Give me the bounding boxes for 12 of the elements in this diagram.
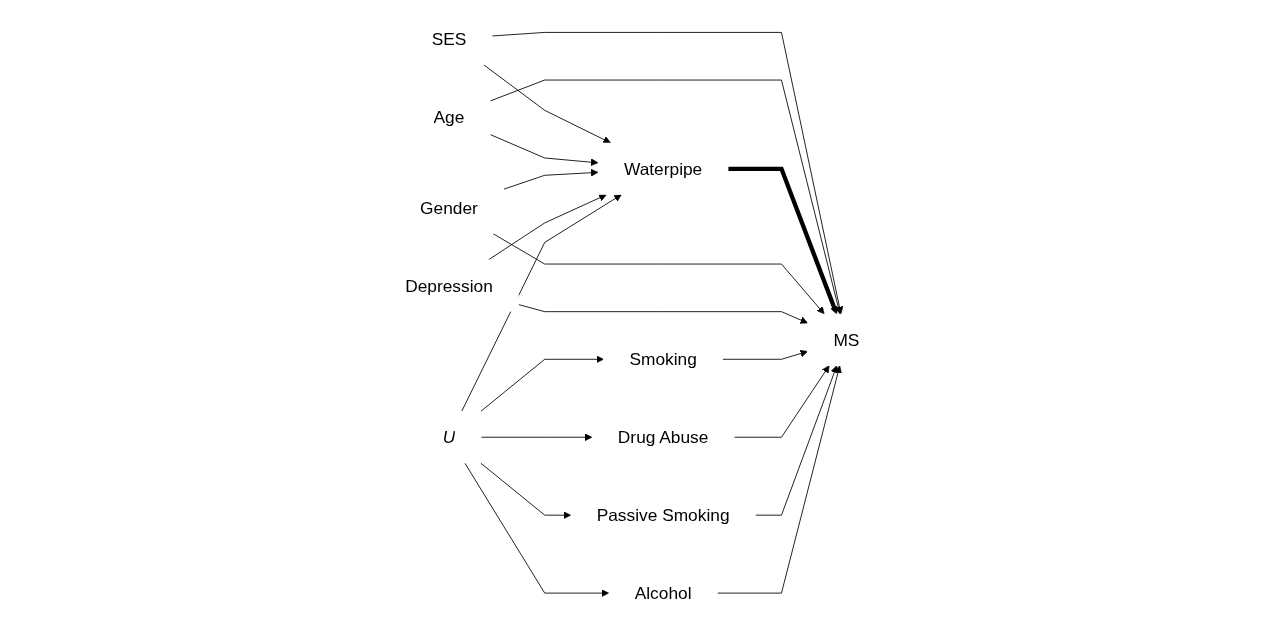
node-text: Waterpipe xyxy=(623,159,702,179)
node-text: Smoking xyxy=(629,349,697,369)
node-text: Age xyxy=(433,107,465,127)
node-text: Passive Smoking xyxy=(596,505,730,525)
arrow xyxy=(727,166,838,315)
node-text: Gender xyxy=(419,198,478,218)
node-text: Alcohol xyxy=(634,583,692,603)
node-text: U xyxy=(442,427,455,447)
node-text: Depression xyxy=(404,276,493,296)
node-text: SES xyxy=(431,29,467,49)
node-text: Drug Abuse xyxy=(617,427,709,447)
node-text: MS xyxy=(833,330,860,350)
